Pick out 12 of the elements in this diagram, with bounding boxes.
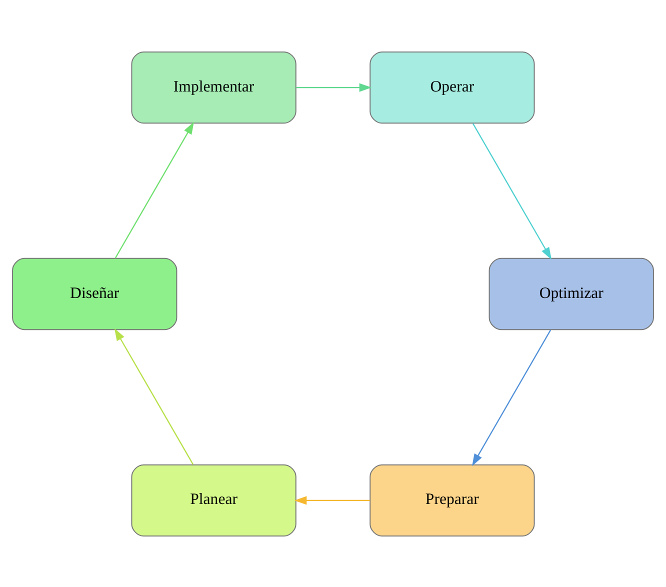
node-box: Planear <box>131 464 296 536</box>
arrow <box>114 328 194 464</box>
node-box: Optimizar <box>488 257 654 330</box>
arrow <box>472 122 552 260</box>
node-box: Implementar <box>131 50 296 124</box>
node-box: Diseñar <box>12 257 178 330</box>
node-box: Operar <box>370 50 535 124</box>
node-box: Preparar <box>370 464 535 536</box>
arrow <box>114 121 194 258</box>
arrow <box>294 496 370 504</box>
arrow <box>472 329 552 466</box>
arrow <box>296 82 372 92</box>
